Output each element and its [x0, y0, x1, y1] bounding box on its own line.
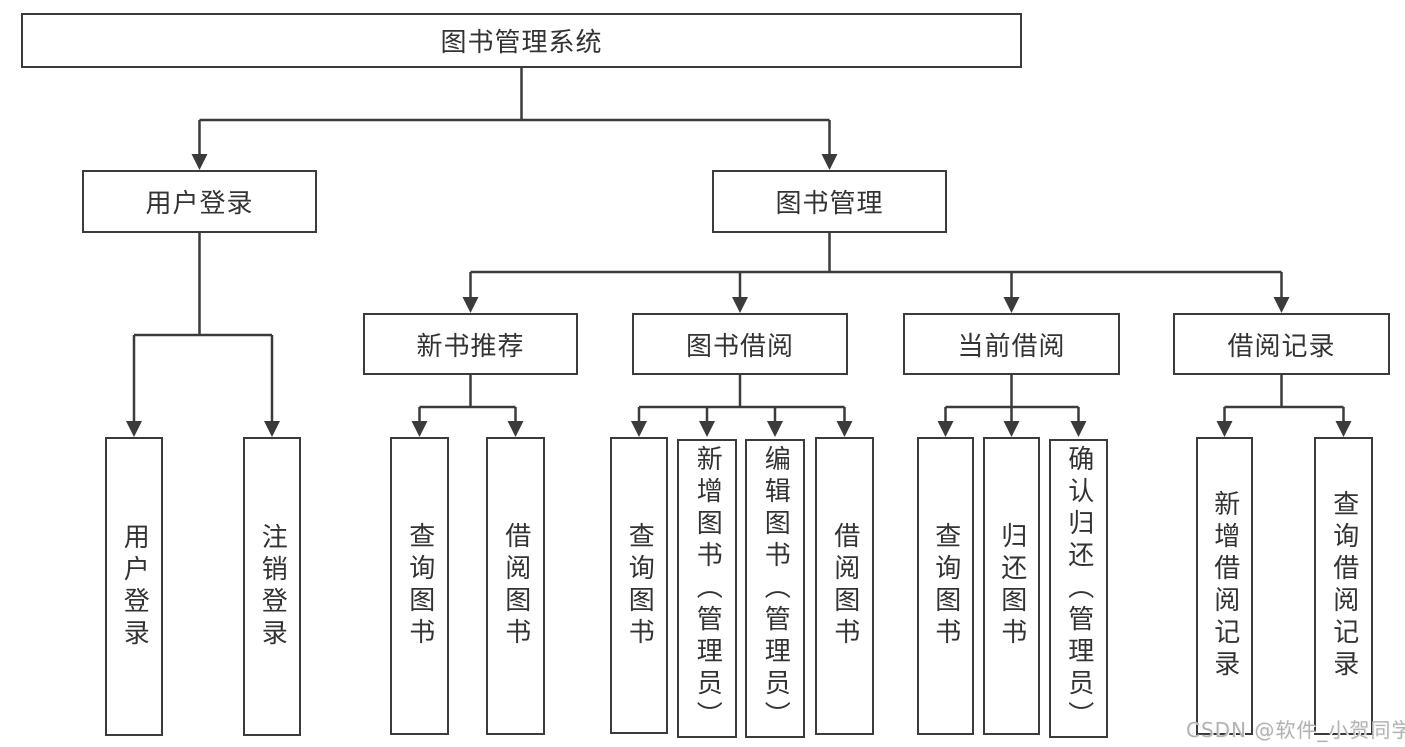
node-book-management: 图书管理	[712, 170, 947, 233]
node-borrow-records: 借阅记录	[1173, 313, 1390, 375]
node-new-book-recommend-label: 新书推荐	[416, 331, 525, 362]
leaf-logout-label: 注销登录	[257, 522, 288, 651]
leaf-query-borrow-record: 查询借阅记录	[1314, 437, 1373, 735]
leaf-return-book-label: 归还图书	[996, 522, 1027, 650]
leaf-confirm-return-admin-label: 确认归还（管理员）	[1063, 444, 1094, 733]
csdn-watermark: CSDN @软件_小贺同学	[1186, 718, 1405, 742]
node-book-management-label: 图书管理	[775, 189, 884, 219]
leaf-query-books-borrowing-label: 查询图书	[624, 521, 655, 650]
node-book-borrowing-label: 图书借阅	[685, 331, 794, 362]
leaf-edit-book-admin: 编辑图书（管理员）	[745, 439, 805, 738]
leaf-user-login-label: 用户登录	[119, 522, 150, 651]
leaf-add-book-admin-label: 新增图书（管理员）	[692, 444, 723, 733]
node-new-book-recommend: 新书推荐	[363, 313, 578, 375]
leaf-borrow-books-recommend-label: 借阅图书	[500, 522, 531, 650]
node-current-borrowing-label: 当前借阅	[957, 331, 1066, 362]
node-book-borrowing: 图书借阅	[632, 313, 848, 375]
node-library-system: 图书管理系统	[21, 13, 1022, 68]
node-borrow-records-label: 借阅记录	[1227, 331, 1336, 362]
leaf-add-borrow-record-label: 新增借阅记录	[1209, 490, 1240, 682]
leaf-borrow-books-borrowing: 借阅图书	[815, 437, 874, 735]
leaf-confirm-return-admin: 确认归还（管理员）	[1049, 439, 1108, 738]
node-user-login-label: 用户登录	[145, 189, 254, 219]
leaf-add-borrow-record: 新增借阅记录	[1196, 437, 1253, 735]
leaf-query-borrow-record-label: 查询借阅记录	[1328, 490, 1359, 682]
leaf-borrow-books-borrowing-label: 借阅图书	[829, 522, 860, 650]
node-current-borrowing: 当前借阅	[903, 313, 1120, 375]
leaf-query-books-current: 查询图书	[917, 437, 974, 735]
node-library-system-label: 图书管理系统	[440, 28, 603, 58]
leaf-add-book-admin: 新增图书（管理员）	[677, 439, 737, 738]
leaf-edit-book-admin-label: 编辑图书（管理员）	[760, 444, 791, 733]
leaf-borrow-books-recommend: 借阅图书	[486, 437, 545, 735]
node-user-login: 用户登录	[82, 170, 317, 233]
leaf-logout: 注销登录	[243, 437, 301, 736]
leaf-return-book: 归还图书	[983, 437, 1040, 735]
leaf-user-login: 用户登录	[105, 437, 163, 736]
leaf-query-books-recommend-label: 查询图书	[404, 522, 435, 650]
leaf-query-books-current-label: 查询图书	[930, 522, 961, 650]
leaf-query-books-recommend: 查询图书	[390, 437, 449, 735]
leaf-query-books-borrowing: 查询图书	[610, 437, 668, 734]
